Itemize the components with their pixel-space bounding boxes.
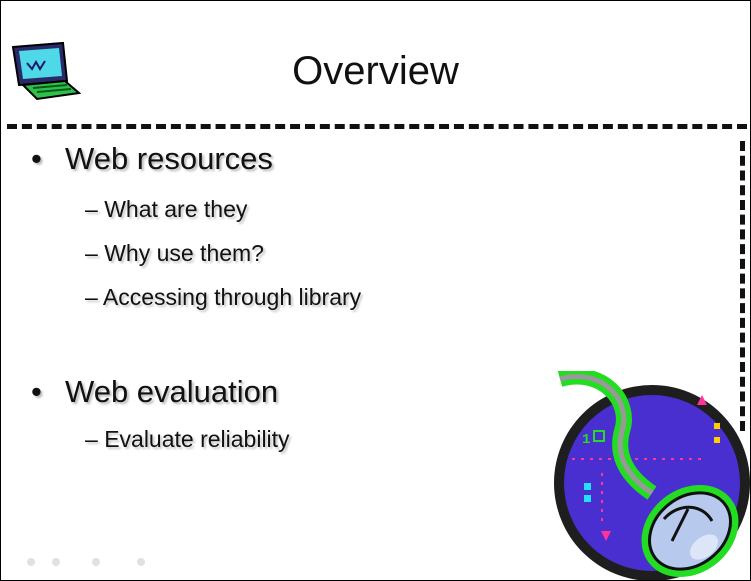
slide-title: Overview	[292, 49, 459, 93]
bullet-item: •Web evaluation	[31, 374, 279, 409]
computer-monitor-icon	[11, 41, 81, 101]
sub-bullet-item: – Accessing through library	[85, 284, 362, 310]
sub-bullet-item: – Why use them?	[85, 240, 264, 266]
decorative-dots	[27, 558, 145, 566]
sub-bullet-item: – Evaluate reliability	[85, 426, 290, 452]
sub-bullet-item: – What are they	[85, 196, 248, 222]
right-divider	[740, 141, 745, 431]
bullet-item: •Web resources	[31, 141, 273, 176]
computer-mouse-icon: 1	[554, 371, 750, 580]
svg-text:1: 1	[582, 432, 590, 448]
header-divider	[7, 124, 747, 129]
